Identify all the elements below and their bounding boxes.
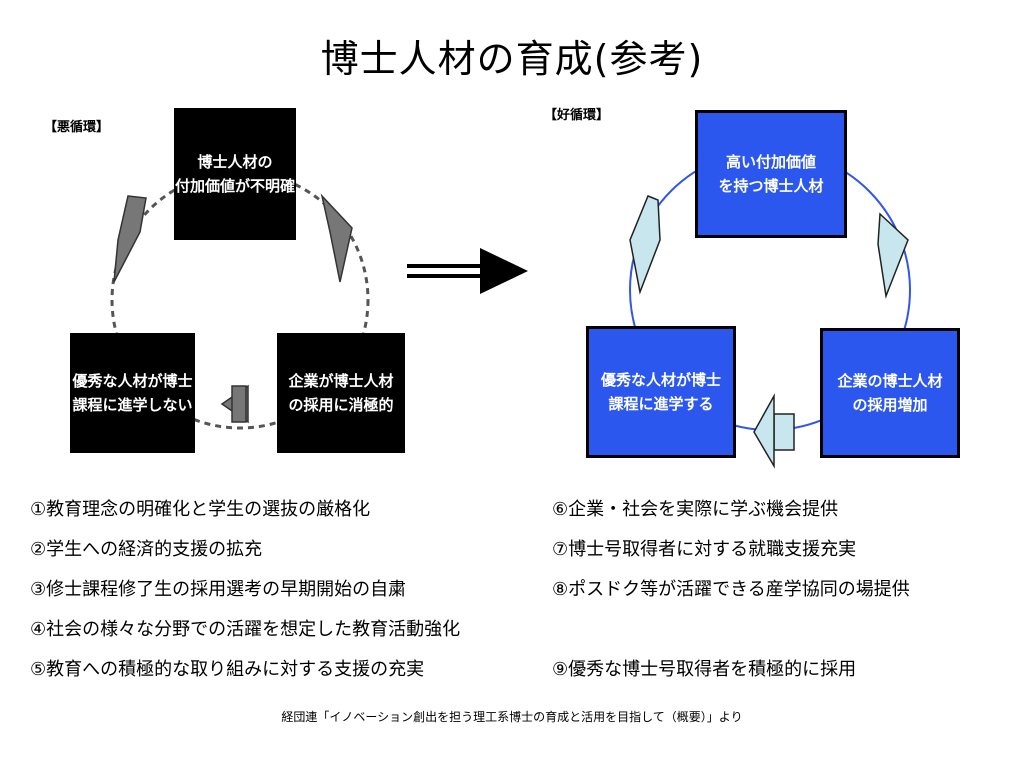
right-right-line2: の採用増加: [852, 396, 928, 414]
left-top-line1: 博士人材の: [197, 153, 273, 171]
left-arrow-bottom-body: [231, 385, 247, 423]
right-right-box: 企業の博士人材 の採用増加: [820, 328, 960, 458]
left-arrow-top-left: [113, 195, 147, 283]
right-arrow-bottom-body: [773, 413, 795, 451]
right-arrow-top-left: [629, 195, 661, 295]
measures-right-list: ⑥企業・社会を実際に学ぶ機会提供 ⑦博士号取得者に対する就職支援充実 ⑧ポスドク…: [552, 498, 910, 698]
measure-item: ③修士課程修了生の採用選考の早期開始の自粛: [30, 579, 407, 600]
right-top-line2: を持つ博士人材: [718, 177, 824, 195]
right-arrow-top-right: [877, 212, 909, 299]
cycle-diagram: [110, 149, 911, 469]
measure-item: ⑦博士号取得者に対する就職支援充実: [552, 539, 857, 560]
left-right-box: 企業が博士人材 の採用に消極的: [277, 333, 405, 453]
right-left-box: 優秀な人材が博士 課程に進学する: [586, 326, 736, 458]
left-left-line2: 課程に進学しない: [72, 396, 193, 414]
right-left-line2: 課程に進学する: [608, 395, 714, 413]
left-left-line1: 優秀な人材が博士: [72, 372, 193, 390]
measure-item: ⑧ポスドク等が活躍できる産学協同の場提供: [552, 579, 910, 600]
left-cycle-tag: 【悪循環】: [44, 120, 110, 135]
page-title: 博士人材の育成(参考): [320, 37, 704, 81]
transition-arrow: [407, 248, 528, 294]
left-arrow-top-right: [320, 193, 353, 283]
left-top-box: 博士人材の 付加価値が不明確: [174, 108, 296, 240]
right-arrow-bottom: [753, 393, 775, 469]
right-left-line1: 優秀な人材が博士: [600, 371, 721, 389]
measure-item: ⑥企業・社会を実際に学ぶ機会提供: [552, 499, 839, 520]
left-cycle-ring: [110, 170, 370, 430]
left-left-box: 優秀な人材が博士 課程に進学しない: [70, 333, 195, 453]
measure-item: ①教育理念の明確化と学生の選抜の厳格化: [30, 499, 371, 520]
right-top-line1: 高い付加価値: [725, 153, 816, 171]
right-top-box: 高い付加価値 を持つ博士人材: [695, 110, 847, 238]
measure-item: ②学生への経済的支援の拡充: [30, 539, 263, 560]
measure-item: [552, 618, 910, 658]
right-cycle-tag: 【好循環】: [544, 108, 610, 123]
left-right-line2: の採用に消極的: [288, 396, 394, 414]
measure-item: ⑨優秀な博士号取得者を積極的に採用: [552, 659, 857, 680]
left-right-line1: 企業が博士人材: [288, 372, 394, 390]
source-citation: 経団連「イノベーション創出を担う理工系博士の育成と活用を目指して（概要）」より: [281, 710, 743, 724]
left-top-line2: 付加価値が不明確: [174, 177, 295, 195]
measures-left-list: ①教育理念の明確化と学生の選抜の厳格化 ②学生への経済的支援の拡充 ③修士課程修…: [30, 498, 460, 698]
measure-item: ⑤教育への積極的な取り組みに対する支援の充実: [30, 659, 425, 680]
measure-item: ④社会の様々な分野での活躍を想定した教育活動強化: [30, 619, 461, 640]
right-right-line1: 企業の博士人材: [837, 372, 943, 390]
